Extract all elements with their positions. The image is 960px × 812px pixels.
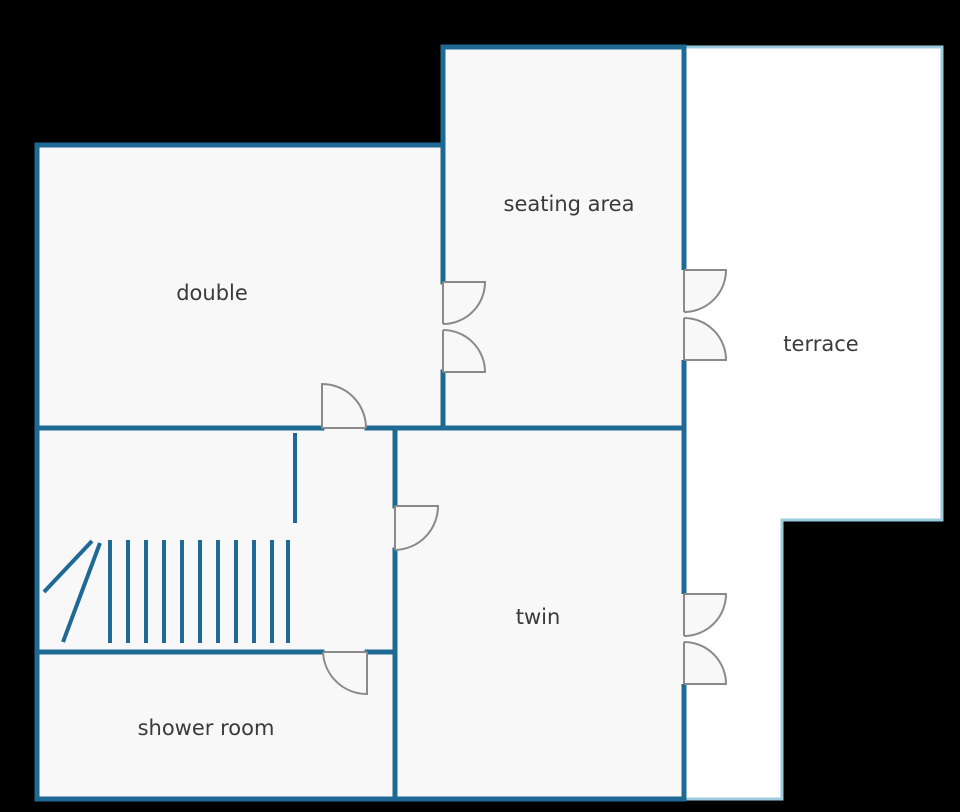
door-hall-to-double[interactable] (321, 382, 367, 429)
door-hall-to-shower[interactable] (322, 651, 368, 696)
terrace-outline (684, 45, 944, 801)
room-label-twin: twin (516, 605, 561, 629)
terrace-floor (684, 46, 942, 799)
door-twin-to-terrace[interactable] (683, 593, 728, 685)
room-label-shower-room: shower room (138, 716, 275, 740)
stair-winder (42, 539, 94, 594)
room-label-terrace: terrace (783, 332, 858, 356)
stair-winder (61, 542, 102, 643)
door-seating-to-terrace[interactable] (683, 269, 728, 361)
door-double-to-seating[interactable] (442, 281, 487, 373)
terrace-door-gap-lower (681, 594, 687, 684)
room-label-seating-area: seating area (504, 192, 635, 216)
door-hall-to-twin[interactable] (394, 505, 440, 551)
staircase (42, 539, 290, 643)
room-label-double: double (176, 281, 248, 305)
terrace-door-gap-upper (681, 270, 687, 360)
